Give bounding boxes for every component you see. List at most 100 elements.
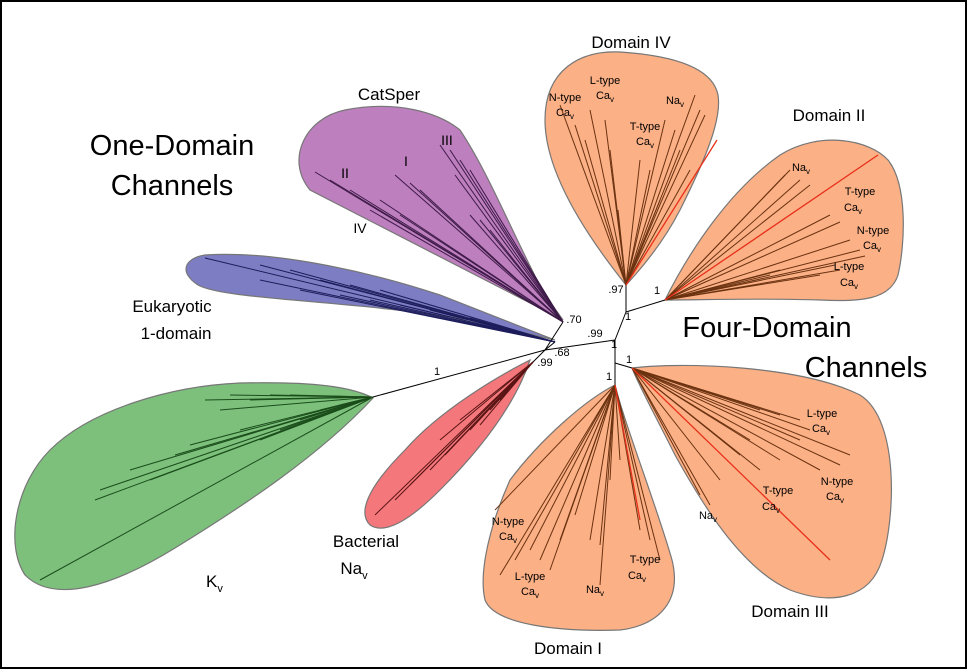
catsper-branch <box>469 214 564 323</box>
d4-na-label: Nav <box>666 95 684 109</box>
domain-IV-branch <box>559 104 627 286</box>
backbone-branch <box>532 349 546 363</box>
domain-I-branch <box>499 384 616 576</box>
domain-II-branch <box>664 169 791 301</box>
catsper-clade-blob <box>298 105 564 321</box>
kv-branch <box>309 396 374 399</box>
bacterial-label-line1: Bacterial <box>333 532 399 551</box>
domain-IV-branch <box>617 209 627 286</box>
catsper-branch <box>349 189 564 323</box>
catsper-branch <box>449 149 564 323</box>
kv-branch <box>339 396 374 406</box>
d1-ttype-ca: Cav <box>628 570 646 584</box>
catsper-branch <box>399 214 564 323</box>
four-domain-heading-line2: Channels <box>805 352 928 384</box>
domain-I-branch <box>614 384 651 541</box>
domain-III-branch <box>631 367 811 431</box>
domain-III-branch <box>631 367 801 441</box>
backbone-branch <box>544 339 616 351</box>
kv-branch <box>99 396 374 491</box>
domain-IV-branch <box>625 94 696 286</box>
backbone-branch <box>614 362 633 369</box>
domain-III-branch <box>631 367 851 456</box>
catsper-I-label: I <box>404 153 408 169</box>
domain-I-branch <box>494 384 616 511</box>
support-dom1: 1 <box>606 371 612 383</box>
kv-branch <box>299 396 374 421</box>
domain-III-branch <box>631 367 841 466</box>
domain-IV-branch <box>584 139 627 286</box>
support-bact-b: .99 <box>537 357 552 369</box>
kv-branch <box>289 394 374 398</box>
support-dom2: 1 <box>654 285 660 297</box>
support-dom1-stem: 1 <box>611 339 617 351</box>
d3-ttype-ca: Cav <box>762 501 780 515</box>
catsper-label: CatSper <box>358 85 421 104</box>
catsper-branch <box>489 229 564 323</box>
domain-I-branch <box>599 384 616 586</box>
domain-I-ttype-branch <box>614 384 641 521</box>
eukaryotic-label-line2: 1-domain <box>141 324 212 343</box>
d2-na-label: Nav <box>792 162 810 176</box>
domain-III-branch <box>631 367 721 481</box>
support-bact-a: .68 <box>554 347 569 359</box>
domain-IV-ttype-branch <box>625 139 718 286</box>
catsper-branch <box>419 189 564 323</box>
domain-III-label: Domain III <box>751 602 828 621</box>
domain-I-branch <box>514 384 616 561</box>
domain-III-branch <box>631 367 751 441</box>
d3-ntype-ca: Cav <box>826 491 844 505</box>
kv-branch <box>219 396 374 411</box>
domain-III-ttype-branch <box>631 367 831 561</box>
d2-ltype-ca: Cav <box>840 277 858 291</box>
d4-ntype-ca: Cav <box>556 107 574 121</box>
d1-ltype-label: L-type <box>515 571 546 583</box>
domain-I-branch <box>529 384 616 551</box>
bacterial-branch <box>454 361 534 441</box>
d4-ltype-ca: Cav <box>596 90 614 104</box>
kv-clade-blob <box>14 382 374 591</box>
d4-ttype-ca: Cav <box>636 136 654 150</box>
domain-II-branch <box>664 239 851 301</box>
tree-branches <box>39 94 879 586</box>
d2-ntype-ca: Cav <box>863 240 881 254</box>
d1-na-label: Nav <box>586 584 604 598</box>
bacterial-branch <box>374 361 534 516</box>
domain-I-branch <box>609 384 616 481</box>
d3-ltype-label: L-type <box>807 408 838 420</box>
domain-IV-branch <box>625 114 706 286</box>
d4-ttype-label: T-type <box>630 121 661 133</box>
support-dom4-stem: 1 <box>625 311 631 323</box>
bacterial-clade-blob <box>364 358 532 529</box>
support-dom4: .97 <box>608 284 623 296</box>
support-four-base: .99 <box>587 328 602 340</box>
domain-I-branch <box>584 384 616 471</box>
domain-I-branch <box>614 384 621 461</box>
domain-IV-label: Domain IV <box>591 33 671 52</box>
domain-IV-branch <box>625 129 676 286</box>
eukaryotic-label-line1: Eukaryotic <box>132 297 212 316</box>
backbone-branch <box>544 341 556 351</box>
domain-IV-branch <box>625 159 641 286</box>
domain-II-branch <box>664 221 841 301</box>
bacterial-branch <box>439 361 534 441</box>
domain-IV-branch <box>625 169 651 286</box>
catsper-II-label: II <box>341 165 349 181</box>
catsper-III-label: III <box>441 132 453 148</box>
backbone-branch <box>625 299 666 313</box>
d3-ntype-label: N-type <box>821 476 853 488</box>
domain-II-branch <box>664 274 821 301</box>
d2-ntype-label: N-type <box>857 225 889 237</box>
catsper-branch <box>439 144 564 323</box>
domain-III-branch <box>631 367 801 421</box>
backbone-branch <box>372 349 546 398</box>
domain-IV-branch <box>625 109 701 286</box>
domain-III-branch <box>631 367 761 471</box>
backbone-branch <box>544 321 564 351</box>
domain-II-branch <box>664 264 836 301</box>
domain-III-branch <box>631 367 711 506</box>
support-dom3-stem: 1 <box>626 354 632 366</box>
domain-I-branch <box>539 384 616 561</box>
catsper-branch <box>454 174 564 323</box>
eukaryotic-branch <box>469 317 556 343</box>
